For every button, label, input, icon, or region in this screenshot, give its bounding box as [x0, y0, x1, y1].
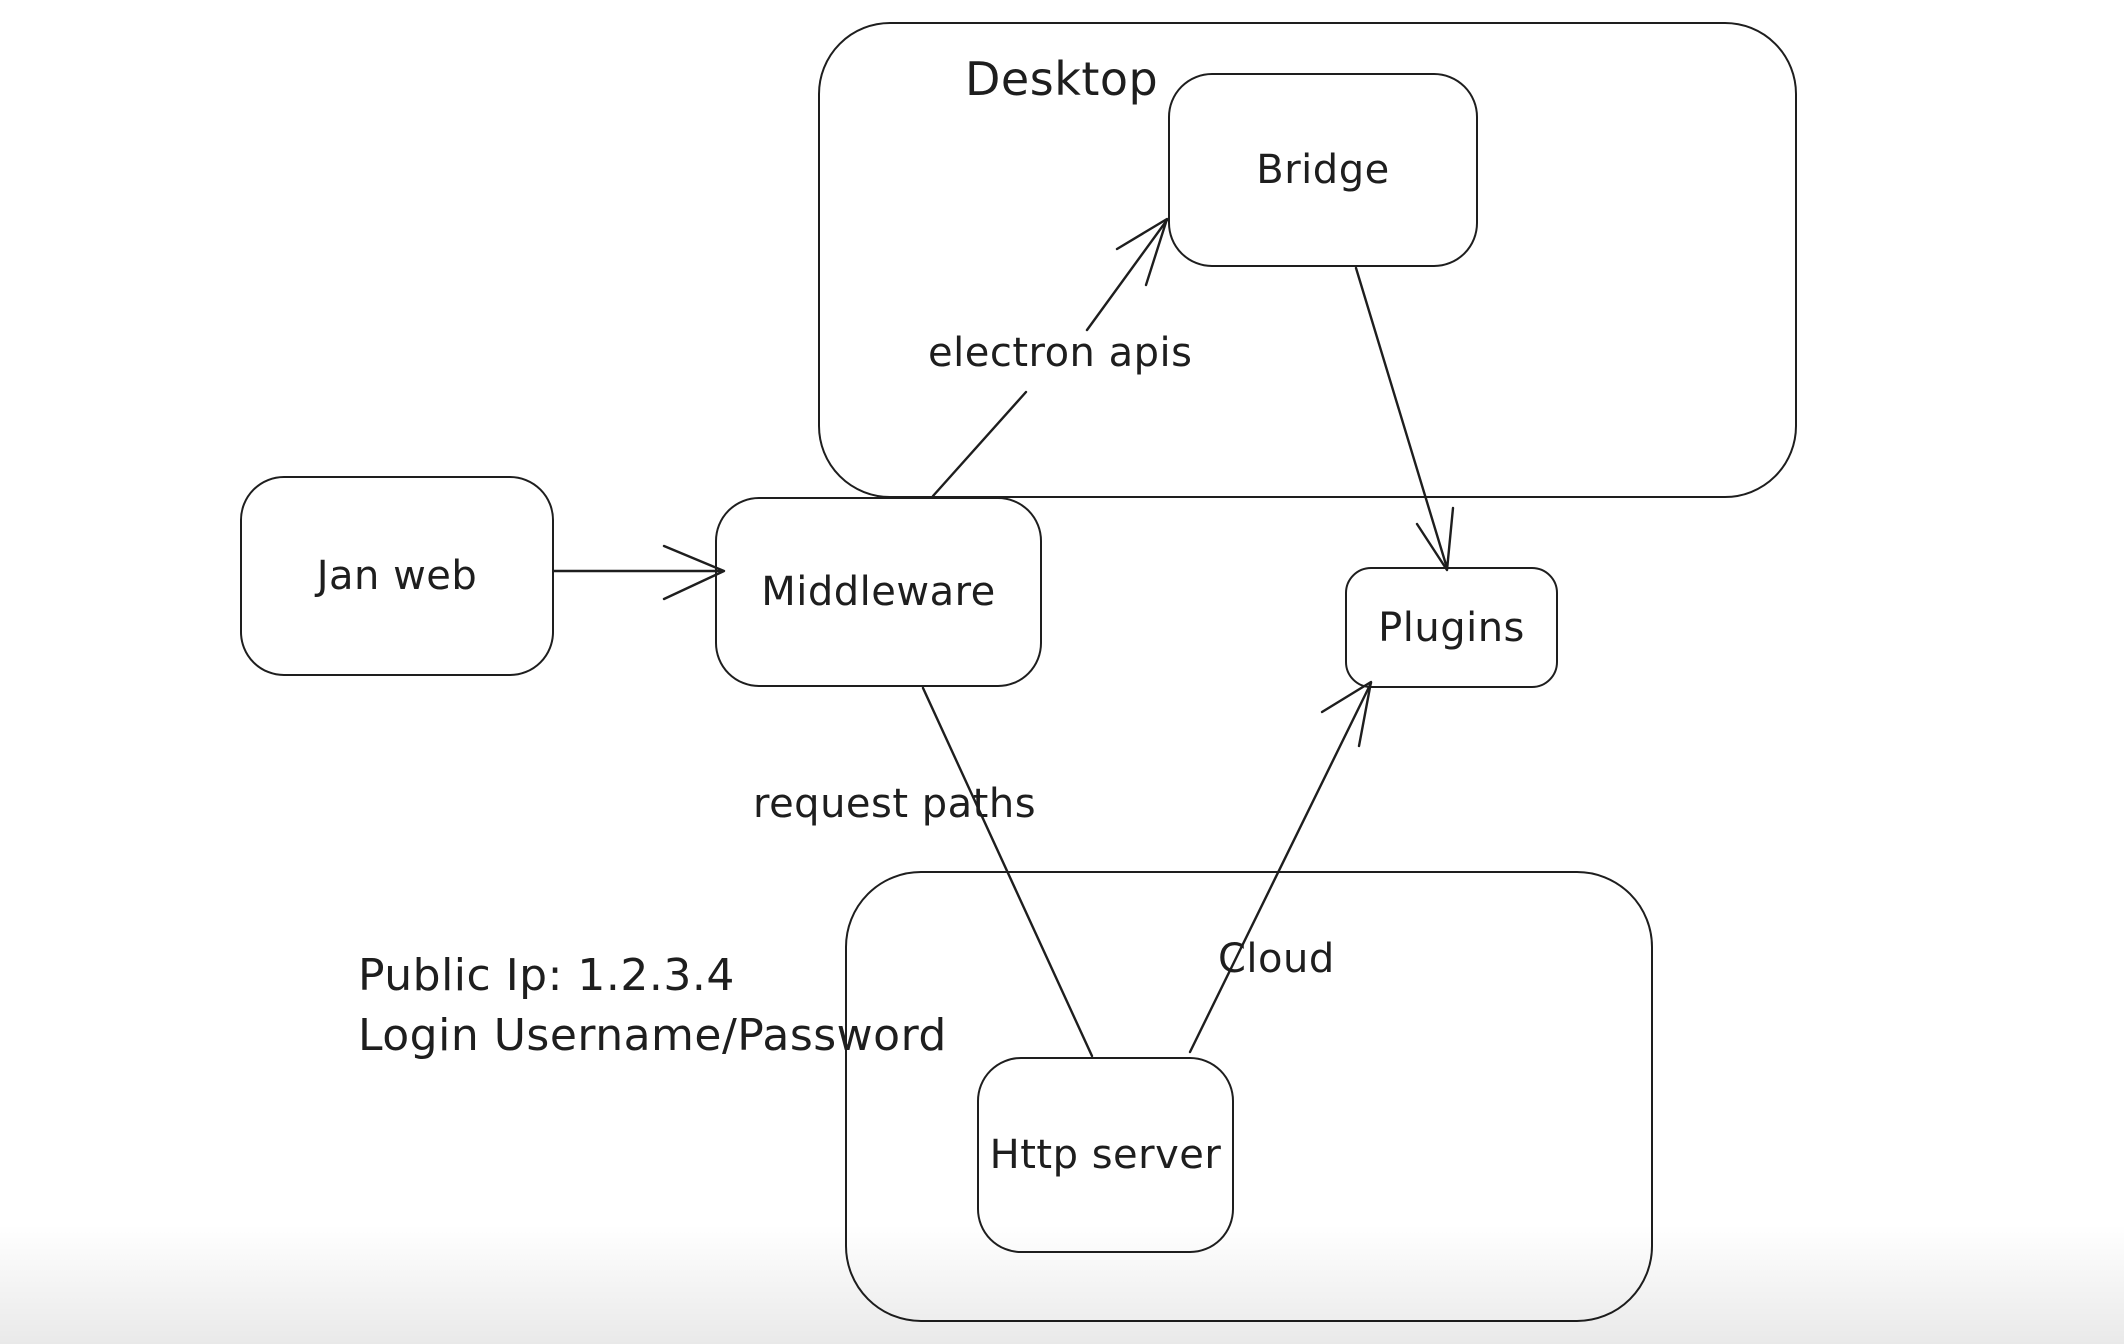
cloud-container-shape[interactable]: [845, 871, 1653, 1322]
edge-bridge-plugins[interactable]: [1354, 266, 1455, 572]
http-server-node[interactable]: Http server: [977, 1057, 1234, 1253]
jan-web-label: Jan web: [316, 553, 478, 599]
edge-middleware-httpserver[interactable]: [921, 686, 1094, 1058]
edge-httpserver-plugins[interactable]: [1188, 680, 1373, 1054]
bridge-label: Bridge: [1256, 147, 1390, 193]
edge-label-request-paths[interactable]: request paths: [753, 781, 1037, 827]
annotation-credentials[interactable]: Public Ip: 1.2.3.4 Login Username/Passwo…: [358, 946, 947, 1066]
edge-middleware-bridge[interactable]: [931, 217, 1169, 498]
middleware-node[interactable]: Middleware: [715, 497, 1042, 687]
edge-janweb-middleware[interactable]: [552, 544, 726, 601]
arrowhead-into-plugins-top: [1415, 506, 1455, 572]
plugins-node[interactable]: Plugins: [1345, 567, 1558, 688]
arrowhead-into-plugins-bottom: [1320, 680, 1373, 748]
cloud-container-title[interactable]: Cloud: [1218, 936, 1335, 982]
desktop-container-shape[interactable]: [818, 22, 1797, 498]
arrowhead-into-middleware: [662, 544, 726, 601]
jan-web-node[interactable]: Jan web: [240, 476, 554, 676]
annotation-login: Login Username/Password: [358, 1009, 947, 1061]
annotation-public-ip: Public Ip: 1.2.3.4: [358, 950, 735, 1001]
desktop-container-title[interactable]: Desktop: [965, 52, 1159, 106]
bridge-node[interactable]: Bridge: [1168, 73, 1478, 267]
http-server-label: Http server: [989, 1132, 1222, 1178]
middleware-label: Middleware: [761, 569, 996, 615]
plugins-label: Plugins: [1378, 604, 1525, 651]
arrowhead-into-bridge: [1115, 217, 1169, 287]
edge-label-electron-apis[interactable]: electron apis: [928, 330, 1193, 376]
